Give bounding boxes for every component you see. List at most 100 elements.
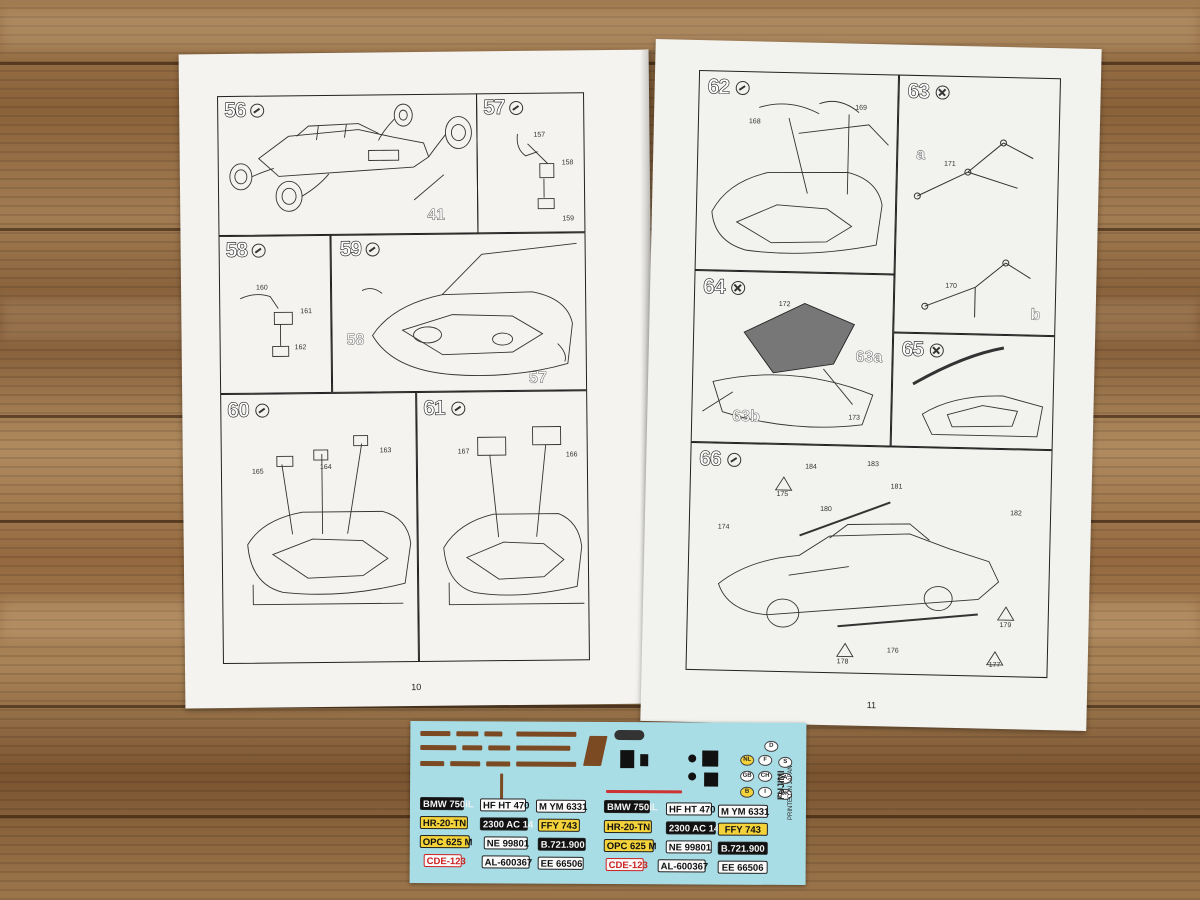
part-assembly-drawing [239,294,293,357]
step-panel-56: 56 41 [217,93,479,237]
part-label: 178 [836,658,849,666]
license-plate-decal: NE 99801 [483,836,529,850]
part-label: 176 [886,647,899,655]
license-plate-decal: CDE-123 [605,857,648,871]
part-label: 63a [855,348,883,367]
step-panel-62: 62 168 169 [694,70,900,275]
license-plate-decal: NE 99801 [665,840,712,854]
wood-trim-decal [516,745,571,751]
dashboard-decal [614,730,645,741]
engine-bay-drawing [361,242,577,377]
part-label: 172 [778,300,791,309]
part-label: 158 [561,159,574,167]
gauge-decal [620,750,635,769]
step-panel-63: 63 a b 171 170 [893,74,1062,337]
printed-in-japan-text: PRINTED IN JAPAN [788,765,794,820]
wood-trim-decal [516,731,577,737]
country-oval-decal: B [740,786,755,798]
part-label: 41 [427,206,446,224]
wood-trim-decal [488,745,511,751]
page-number: 11 [866,699,877,711]
country-oval-decal: D [764,740,779,752]
part-label: 180 [820,505,832,514]
engine-bay-drawing [247,435,412,606]
part-label: 169 [855,104,868,112]
step-panel-59: 59 58 57 [330,232,588,393]
part-label: 174 [717,523,730,531]
brand-logo: FUJIMI [776,770,786,800]
part-label: 159 [562,215,575,223]
page-number: 10 [411,681,422,693]
part-label: 165 [251,468,264,476]
wood-trim-decal [500,773,504,800]
license-plate-decal: OPC 625 M [419,835,472,848]
country-oval-decal: NL [740,754,755,766]
step-panel-61: 61 167 166 [416,390,590,662]
bmw-emblem-decal [688,754,697,763]
part-label: 162 [294,344,307,352]
license-plate-decal: AL-600367 [657,859,708,873]
step-panel-66: 66 184 183 182 174 175 176 177 178 179 1… [685,441,1053,679]
wood-trim-decal [456,731,479,737]
part-label: 175 [776,490,789,499]
step-panel-64: 64 172 63a 63b 173 [690,269,895,447]
wood-trim-decal [450,761,481,767]
country-oval-decal: CH [758,770,773,782]
wood-trim-decal [516,761,577,767]
license-plate-decal: HF HT 470 [665,802,715,816]
license-plate-decal: EE 66506 [537,856,584,870]
part-label: 170 [945,282,958,290]
license-plate-decal: CDE-123 [423,854,466,867]
part-label: 177 [988,661,1001,670]
part-label: b [1030,306,1041,324]
part-label: 184 [805,463,817,471]
license-plate-decal: HR-20-TN [419,816,468,830]
decal-sheet: D NL F S GB CH A B I DK BMW 750iL HF HT … [409,720,807,886]
step-panel-58: 58 160 161 162 [218,234,333,395]
wood-trim-decal [486,761,511,767]
step-panel-57: 57 157 158 159 [476,92,586,234]
black-square-decal [702,750,719,767]
part-label: 179 [999,621,1012,630]
part-label: 181 [890,483,903,491]
license-plate-decal: EE 66506 [717,860,768,874]
part-label: 168 [748,118,761,126]
wood-highlight [0,10,1200,50]
open-hood-drawing [912,346,1044,438]
part-label: 183 [867,460,879,469]
license-plate-decal: B.721.900 [717,841,768,855]
part-label: 163 [379,447,392,455]
part-label: 171 [943,160,956,168]
hood-panel-drawing [702,302,874,428]
engine-bay-drawing [711,101,889,254]
bmw-emblem-decal [688,772,697,781]
wood-trim-decal [420,731,451,737]
part-label: 167 [457,448,470,456]
license-plate-decal: FFY 743 [717,822,768,836]
license-plate-decal: BMW 750iL [603,799,658,813]
instruction-page-right: 62 168 169 63 a b [640,39,1102,731]
license-plate-decal: OPC 625 M [603,838,656,852]
instruction-page-left: 56 41 57 [178,49,656,709]
part-assembly-drawing [516,133,555,210]
wood-trim-decal [420,745,457,751]
wood-trim-decal [484,731,503,737]
part-label: 173 [848,414,861,422]
license-plate-decal: AL-600367 [481,855,532,869]
wood-trim-decal [583,735,608,766]
wood-trim-decal [462,745,483,751]
engine-bay-drawing [443,426,585,606]
part-label: 182 [1010,510,1022,518]
part-label: a [916,145,926,164]
license-plate-decal: HF HT 470 [479,798,529,812]
part-label: 58 [346,331,365,349]
wood-trim-decal [420,761,445,767]
license-plate-decal: B.721.900 [537,837,586,851]
license-plate-decal: BMW 750iL [419,797,474,810]
part-label: 63b [732,407,761,426]
license-plate-decal: 2300 AC 14 [665,821,719,835]
plank-seam [0,705,1200,708]
red-stripe-decal [606,789,683,794]
license-plate-decal: M YM 6331 [717,804,769,818]
part-label: 166 [565,451,578,459]
